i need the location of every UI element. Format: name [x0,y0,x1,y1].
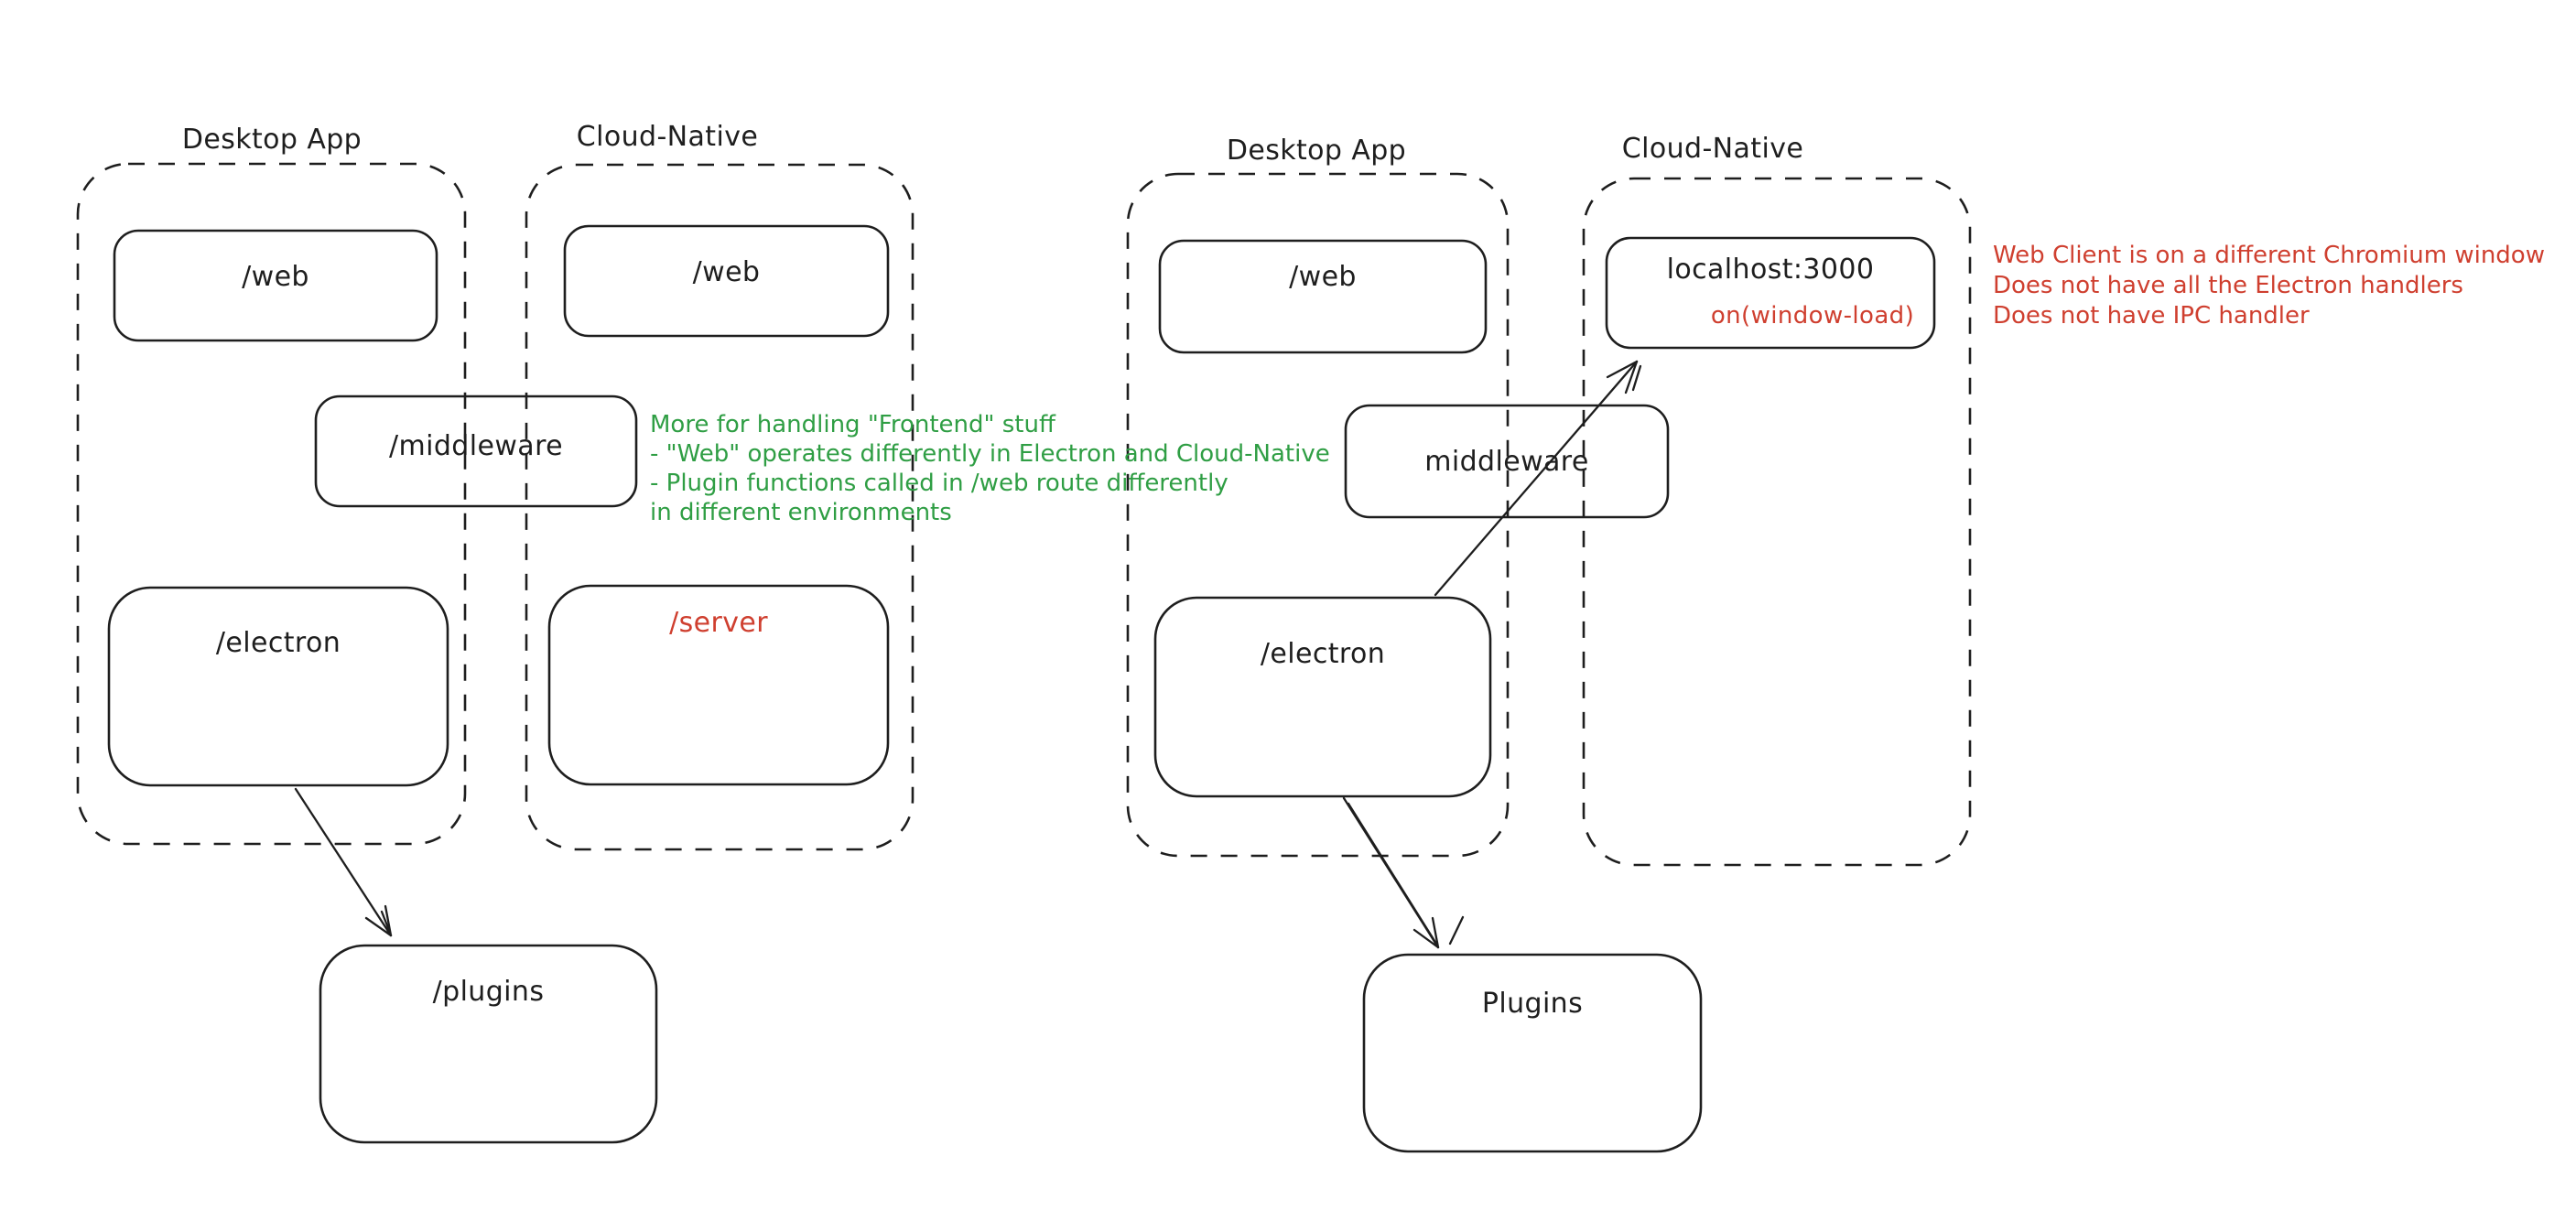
group-title-cloud-left: Cloud-Native [576,121,759,153]
box-localhost-right [1605,236,1936,350]
label-web-desktop-left: /web [242,261,309,293]
box-middleware-left [314,394,638,508]
note-green-line-1: More for handling "Frontend" stuff [650,411,1055,438]
box-web-desktop-left [113,229,438,342]
note-green-line-4: in different environments [650,499,952,526]
note-red-line-1: Web Client is on a different Chromium wi… [1993,242,2545,269]
arrow-electron-to-localhost-right [1434,360,1642,597]
label-plugins-left: /plugins [432,976,545,1008]
label-web-cloud-left: /web [692,256,761,288]
box-web-desktop-right [1158,239,1488,354]
label-electron-right: /electron [1260,638,1386,670]
note-green-line-3: - Plugin functions called in /web route … [650,470,1228,497]
box-electron-left [107,586,449,787]
note-red-line-2: Does not have all the Electron handlers [1993,272,2463,299]
label-middleware-left: /middleware [389,430,563,462]
box-electron-right [1153,596,1492,798]
box-server-left [547,584,890,786]
arrow-electron-to-plugins-left [294,787,393,937]
group-title-cloud-right: Cloud-Native [1621,133,1804,165]
label-electron-left: /electron [215,627,341,659]
box-plugins-right [1362,953,1703,1153]
box-plugins-left [319,944,658,1144]
container-desktop-right [1126,172,1510,858]
group-title-desktop-right: Desktop App [1226,135,1407,167]
group-title-desktop-left: Desktop App [181,124,363,156]
label-localhost-right: localhost:3000 [1666,254,1875,286]
note-green: More for handling "Frontend" stuff - "We… [650,410,1330,527]
label-plugins-right: Plugins [1481,988,1584,1020]
box-middleware-right [1344,404,1670,519]
note-red-line-3: Does not have IPC handler [1993,302,2310,330]
label-middleware-right: middleware [1424,446,1589,478]
note-green-line-2: - "Web" operates differently in Electron… [650,440,1330,468]
box-web-cloud-left [563,224,890,338]
label-server-left: /server [669,607,768,639]
label-window-load-right: on(window-load) [1710,302,1915,330]
arrow-electron-to-plugins-right [1342,796,1465,949]
note-red: Web Client is on a different Chromium wi… [1993,241,2545,331]
label-web-desktop-right: /web [1289,261,1357,293]
